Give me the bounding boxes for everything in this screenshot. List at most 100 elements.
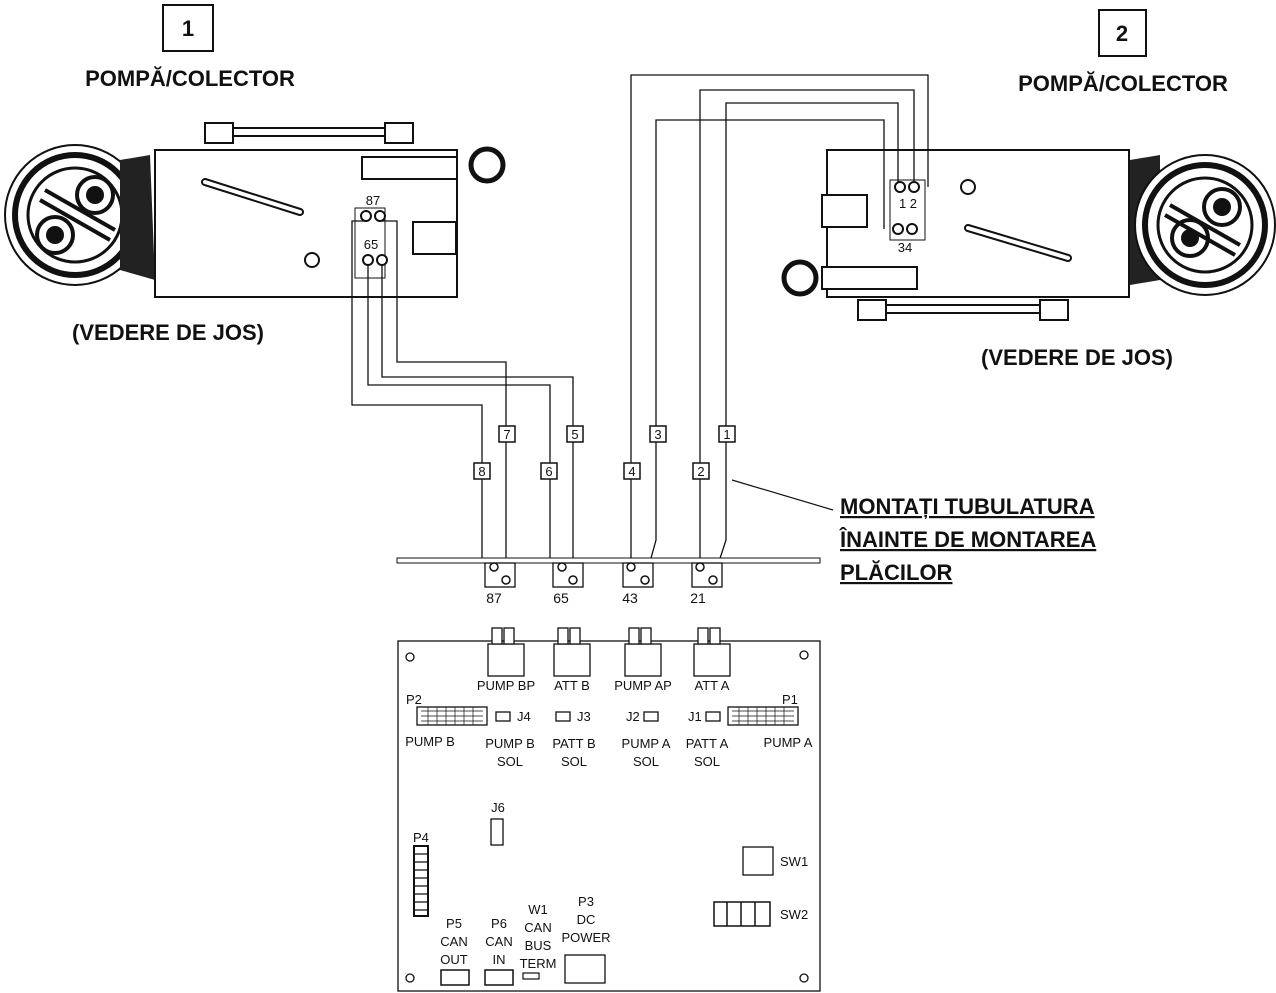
sol-label: PUMP A	[622, 736, 671, 751]
p1-label: P1	[782, 692, 798, 707]
elbow-fitting-2	[821, 194, 868, 228]
j4-connector	[495, 711, 511, 722]
p4-label: P4	[413, 830, 429, 845]
port-2	[908, 181, 920, 193]
w1-label: BUS	[525, 938, 552, 953]
note-line-2: ÎNAINTE DE MONTAREA	[839, 527, 1096, 552]
p5-label: CAN	[440, 934, 467, 949]
assembly-1-port-label-65: 65	[364, 237, 378, 252]
tube-label: 8	[478, 464, 485, 479]
p6-label: CAN	[485, 934, 512, 949]
j6-label: J6	[491, 800, 505, 815]
p3-connector	[564, 954, 606, 984]
p6-connector	[484, 969, 514, 986]
sol-label: PUMP B	[485, 736, 535, 751]
connector-pump-ap: PUMP AP	[614, 627, 672, 693]
tube-label: 3	[654, 427, 661, 442]
tube-label: 1	[723, 427, 730, 442]
p3-label: POWER	[561, 930, 610, 945]
manifold-port-label: 65	[553, 590, 569, 606]
assembly-1-port-label-87: 87	[366, 193, 380, 208]
p4-connector	[413, 845, 429, 917]
connector-att-a: ATT A	[693, 627, 731, 693]
tube-label: 7	[503, 427, 510, 442]
port-1	[894, 181, 906, 193]
elbow-fitting-1	[412, 221, 457, 255]
p3-label: P3	[578, 894, 594, 909]
tube-2-path	[699, 89, 915, 567]
rod-2-bottom	[871, 304, 1058, 314]
sol-label: SOL	[561, 754, 587, 769]
tube-4-path	[630, 74, 929, 567]
tube-1-path	[712, 102, 899, 581]
assembly-2-view-label: (VEDERE DE JOS)	[981, 345, 1173, 370]
p2-name: PUMP B	[405, 734, 455, 749]
assembly-1-title: POMPĂ/COLECTOR	[85, 66, 295, 91]
manifold-plate: 87 65 43 21	[396, 557, 821, 606]
tube-5-path	[381, 265, 574, 580]
p3-label: DC	[577, 912, 596, 927]
p2-label: P2	[406, 692, 422, 707]
manifold-port-label: 87	[486, 590, 502, 606]
circuit-board: PUMP BP ATT B PUMP AP ATT A P2 PUMP B P1	[397, 627, 821, 992]
tube-labels: 7 5 3 1 8 6 4 2	[473, 425, 736, 480]
port-6	[362, 254, 374, 266]
sw2-switch	[713, 901, 771, 927]
j2-label: J2	[626, 709, 640, 724]
j6-connector	[490, 818, 504, 846]
tube-label: 2	[697, 464, 704, 479]
sol-label: SOL	[694, 754, 720, 769]
eye-bolt-2	[781, 259, 819, 297]
valve-block-2	[821, 266, 918, 290]
manifold-port-label: 21	[690, 590, 706, 606]
assembly-1: 1 POMPĂ/COLECTOR (VEDERE DE JOS) 87	[4, 4, 506, 345]
port-5	[376, 254, 388, 266]
sol-label: SOL	[633, 754, 659, 769]
w1-jumper	[522, 972, 540, 980]
tube-label: 5	[571, 427, 578, 442]
tube-label: 6	[545, 464, 552, 479]
w1-label: TERM	[520, 956, 557, 971]
j3-label: J3	[577, 709, 591, 724]
p6-label: IN	[493, 952, 506, 967]
sol-label: PATT A	[686, 736, 729, 751]
assembly-1-number: 1	[182, 16, 194, 41]
pump-head-2	[1130, 154, 1276, 296]
tube-3-path	[644, 119, 885, 581]
j1-label: J1	[688, 709, 702, 724]
assembly-1-number-box	[162, 4, 214, 52]
assembly-2: 2 POMPĂ/COLECTOR (VEDERE DE JOS) 1 2	[781, 9, 1276, 370]
assembly-2-number-box	[1098, 9, 1147, 57]
connector-pump-bp: PUMP BP	[477, 627, 535, 693]
p5-label: P5	[446, 916, 462, 931]
w1-label: CAN	[524, 920, 551, 935]
sol-label: SOL	[497, 754, 523, 769]
sw1-switch	[742, 846, 774, 876]
w1-label: W1	[528, 902, 548, 917]
assembly-1-view-label: (VEDERE DE JOS)	[72, 320, 264, 345]
connector-label: PUMP BP	[477, 678, 535, 693]
tube-label: 4	[628, 464, 635, 479]
install-note: MONTAȚI TUBULATURA ÎNAINTE DE MONTAREA P…	[839, 494, 1096, 585]
sw2-label: SW2	[780, 907, 808, 922]
j1-connector	[705, 711, 721, 722]
connector-label: ATT A	[695, 678, 730, 693]
rod-1-top	[214, 127, 406, 137]
assembly-2-title: POMPĂ/COLECTOR	[1018, 71, 1228, 96]
p6-label: P6	[491, 916, 507, 931]
manifold-port-label: 43	[622, 590, 638, 606]
pump-head-1	[4, 144, 155, 286]
valve-block-1	[361, 156, 458, 180]
connector-att-b: ATT B	[553, 627, 591, 693]
assembly-2-port-label-34: 34	[898, 240, 912, 255]
port-8	[360, 210, 372, 222]
j4-label: J4	[517, 709, 531, 724]
note-line-1: MONTAȚI TUBULATURA	[840, 494, 1095, 519]
note-line-3: PLĂCILOR	[840, 560, 953, 585]
assembly-2-number: 2	[1116, 21, 1128, 46]
port-4	[906, 223, 918, 235]
p1-name: PUMP A	[764, 735, 813, 750]
sol-label: PATT B	[552, 736, 595, 751]
assembly-2-port-label-12: 1 2	[899, 196, 917, 211]
eye-bolt-1	[468, 146, 506, 184]
